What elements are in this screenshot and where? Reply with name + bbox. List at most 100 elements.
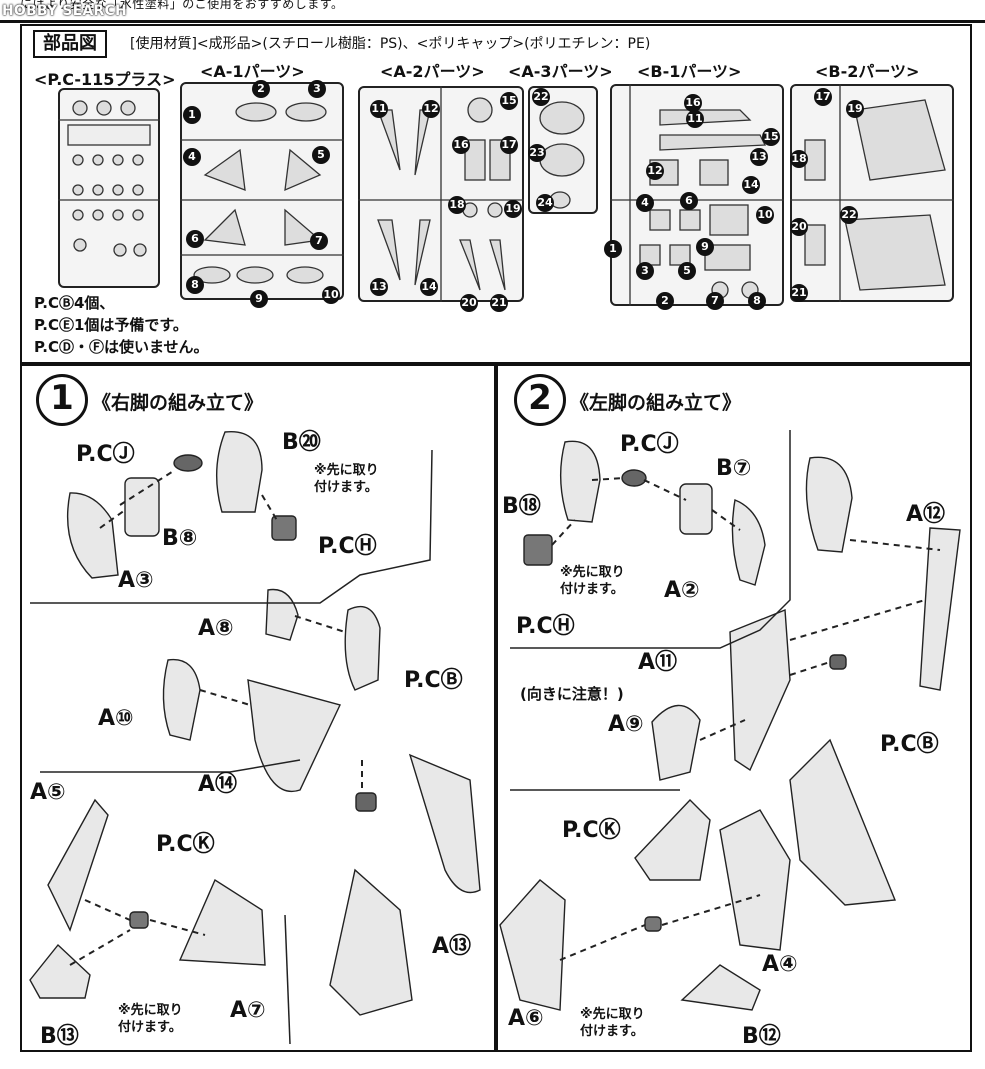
step2-note-pre-attach: ※先に取り 付けます。 (560, 565, 625, 597)
step2-label-pc-h: P.CⒽ (516, 614, 575, 639)
runner-label-a3: <A-3パーツ> (508, 62, 613, 81)
step2-label-a11: A⑪ (638, 650, 678, 675)
part-number-a2-17: 17 (500, 136, 518, 154)
step1-label-pc-b: P.CⒷ (404, 668, 463, 693)
step2-label-pc-k: P.CⓀ (562, 818, 621, 843)
part-number-a1-4: 4 (183, 148, 201, 166)
part-number-b1-14: 14 (742, 176, 760, 194)
materials-text: [使用材質]<成形品>(スチロール樹脂：PS)、<ポリキャップ>(ポリエチレン：… (130, 36, 651, 52)
step2-label-a9: A⑨ (608, 712, 644, 737)
part-number-b1-7: 7 (706, 292, 724, 310)
step2-label-a12: A⑫ (906, 502, 946, 527)
part-number-a3-22: 22 (532, 88, 550, 106)
part-number-b1-10: 10 (756, 206, 774, 224)
step1-label-a10: A⑩ (98, 706, 134, 731)
part-number-a2-20: 20 (460, 294, 478, 312)
step2-label-b18: B⑱ (502, 494, 541, 519)
part-number-b1-16: 16 (684, 94, 702, 112)
spare-parts-note-2: P.CⒺ1個は予備です。 (34, 316, 188, 334)
page-bottom-rule (20, 1050, 972, 1052)
step1-label-b13: B⑬ (40, 1024, 79, 1049)
part-number-b1-9: 9 (696, 238, 714, 256)
part-number-b1-13: 13 (750, 148, 768, 166)
step1-label-a8: A⑧ (198, 616, 234, 641)
step2-label-a6: A⑥ (508, 1006, 544, 1031)
step2-label-b12: B⑫ (742, 1024, 781, 1049)
part-number-b1-11: 11 (686, 110, 704, 128)
step1-number: 1 (36, 374, 88, 426)
top-text-strip: にはより安全な「水性塗料」のご使用をおすすめします。 (0, 0, 985, 23)
part-number-a2-19: 19 (504, 200, 522, 218)
runner-label-a2: <A-2パーツ> (380, 62, 485, 81)
part-number-b2-20: 20 (790, 218, 808, 236)
part-number-a2-13: 13 (370, 278, 388, 296)
part-number-a3-24: 24 (536, 194, 554, 212)
part-number-b1-4: 4 (636, 194, 654, 212)
step1-title: 《右脚の組み立て》 (92, 392, 264, 414)
step2-caution-orientation: (向きに注意！) (520, 685, 624, 703)
part-number-b1-1: 1 (604, 240, 622, 258)
part-number-b1-3: 3 (636, 262, 654, 280)
step2-label-pc-j: P.CⒿ (620, 432, 679, 457)
part-number-b1-6: 6 (680, 192, 698, 210)
step2-label-b7: B⑦ (716, 456, 752, 481)
runner-label-pc115: <P.C-115プラス> (34, 70, 176, 89)
part-number-a1-3: 3 (308, 80, 326, 98)
runner-label-b1: <B-1パーツ> (637, 62, 742, 81)
part-number-a1-10: 10 (322, 286, 340, 304)
step2-title: 《左脚の組み立て》 (570, 392, 742, 414)
watermark: HOBBY SEARCH (2, 3, 127, 19)
step1-label-a7: A⑦ (230, 998, 266, 1023)
part-number-b1-8: 8 (748, 292, 766, 310)
part-number-b2-17: 17 (814, 88, 832, 106)
step2-number: 2 (514, 374, 566, 426)
spare-parts-note-1: P.CⒷ4個、 (34, 294, 115, 312)
part-number-b2-21: 21 (790, 284, 808, 302)
part-number-a2-21: 21 (490, 294, 508, 312)
step1-label-b8: B⑧ (162, 526, 198, 551)
spare-parts-note-3: P.CⒹ・Ⓕは使いません。 (34, 338, 209, 356)
part-number-b1-5: 5 (678, 262, 696, 280)
part-number-a2-15: 15 (500, 92, 518, 110)
runner-label-a1: <A-1パーツ> (200, 62, 305, 81)
part-number-b1-12: 12 (646, 162, 664, 180)
part-number-a1-7: 7 (310, 232, 328, 250)
top-text: にはより安全な「水性塗料」のご使用をおすすめします。 (20, 0, 344, 11)
part-number-b1-2: 2 (656, 292, 674, 310)
step1-label-a13: A⑬ (432, 934, 472, 959)
part-number-a1-9: 9 (250, 290, 268, 308)
part-number-a1-5: 5 (312, 146, 330, 164)
part-number-b2-22: 22 (840, 206, 858, 224)
step2-label-a2: A② (664, 578, 700, 603)
step1-note-pre-attach-2: ※先に取り 付けます。 (118, 1003, 183, 1035)
part-number-b2-18: 18 (790, 150, 808, 168)
part-number-a1-8: 8 (186, 276, 204, 294)
step1-label-pc-k: P.CⓀ (156, 832, 215, 857)
step1-label-b20: B⑳ (282, 430, 321, 455)
runner-label-b2: <B-2パーツ> (815, 62, 920, 81)
step2-label-a4: A④ (762, 952, 798, 977)
step2-label-pc-b: P.CⒷ (880, 732, 939, 757)
part-number-a2-16: 16 (452, 136, 470, 154)
parts-section-title: 部品図 (33, 30, 107, 58)
part-number-a1-1: 1 (183, 106, 201, 124)
step1-label-a5: A⑤ (30, 780, 66, 805)
part-number-a2-18: 18 (448, 196, 466, 214)
part-number-a2-12: 12 (422, 100, 440, 118)
step1-label-a3: A③ (118, 568, 154, 593)
part-number-b1-15: 15 (762, 128, 780, 146)
part-number-a3-23: 23 (528, 144, 546, 162)
step2-note-pre-attach-2: ※先に取り 付けます。 (580, 1007, 645, 1039)
part-number-a1-6: 6 (186, 230, 204, 248)
part-number-b2-19: 19 (846, 100, 864, 118)
step1-label-a14: A⑭ (198, 772, 238, 797)
step1-note-pre-attach: ※先に取り 付けます。 (314, 463, 379, 495)
step1-label-pc-j: P.CⒿ (76, 442, 135, 467)
part-number-a2-11: 11 (370, 100, 388, 118)
part-number-a2-14: 14 (420, 278, 438, 296)
part-number-a1-2: 2 (252, 80, 270, 98)
step1-label-pc-h: P.CⒽ (318, 534, 377, 559)
